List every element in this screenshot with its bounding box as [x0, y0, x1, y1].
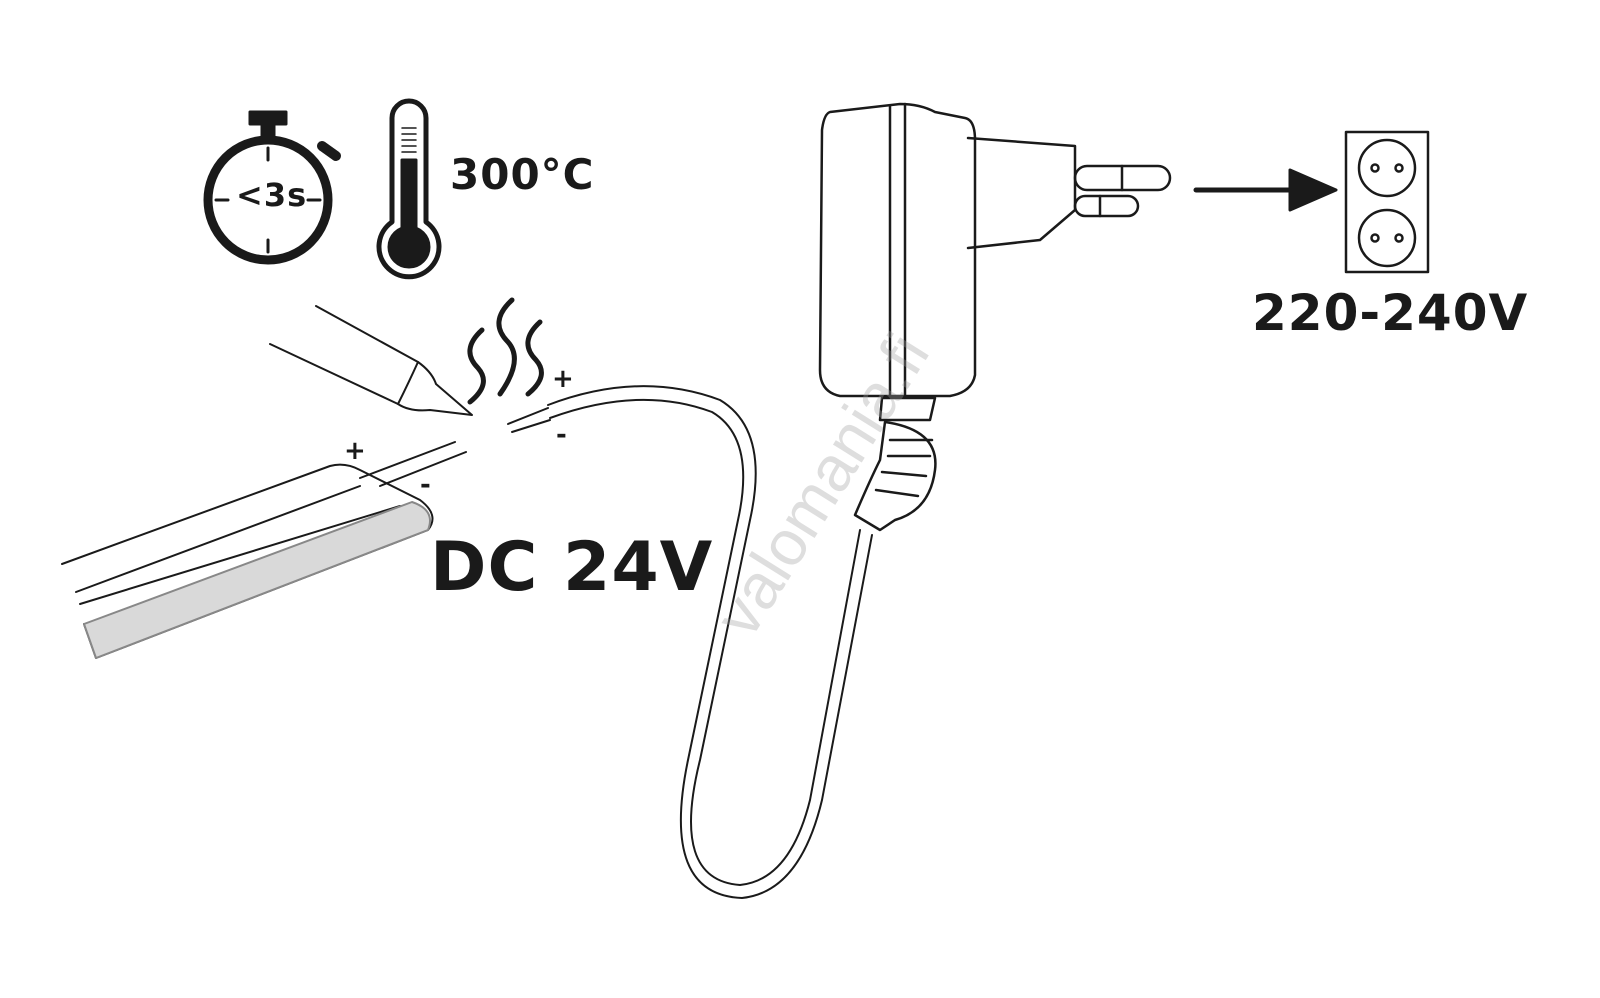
ac-voltage-label: 220-240V — [1252, 284, 1529, 342]
cable-icon — [547, 385, 861, 886]
wall-socket-icon — [1344, 130, 1430, 274]
arrow-icon — [1193, 168, 1338, 212]
heat-icon — [467, 297, 544, 405]
minus-label-strip: - — [420, 470, 432, 500]
dc-voltage-label: DC 24V — [430, 528, 714, 607]
plus-label-cable: + — [552, 364, 575, 394]
cable-wire-ends — [507, 407, 551, 433]
plus-label-strip: + — [344, 436, 367, 466]
power-adapter-icon — [818, 102, 1172, 532]
stopwatch-icon — [203, 110, 341, 265]
thermometer-icon — [376, 98, 442, 280]
led-strip-icon — [61, 441, 467, 659]
temperature-label: 300°C — [450, 150, 595, 199]
minus-label-cable: - — [556, 420, 568, 450]
soldering-iron-icon — [269, 305, 473, 416]
timer-label: <3s — [236, 176, 308, 214]
